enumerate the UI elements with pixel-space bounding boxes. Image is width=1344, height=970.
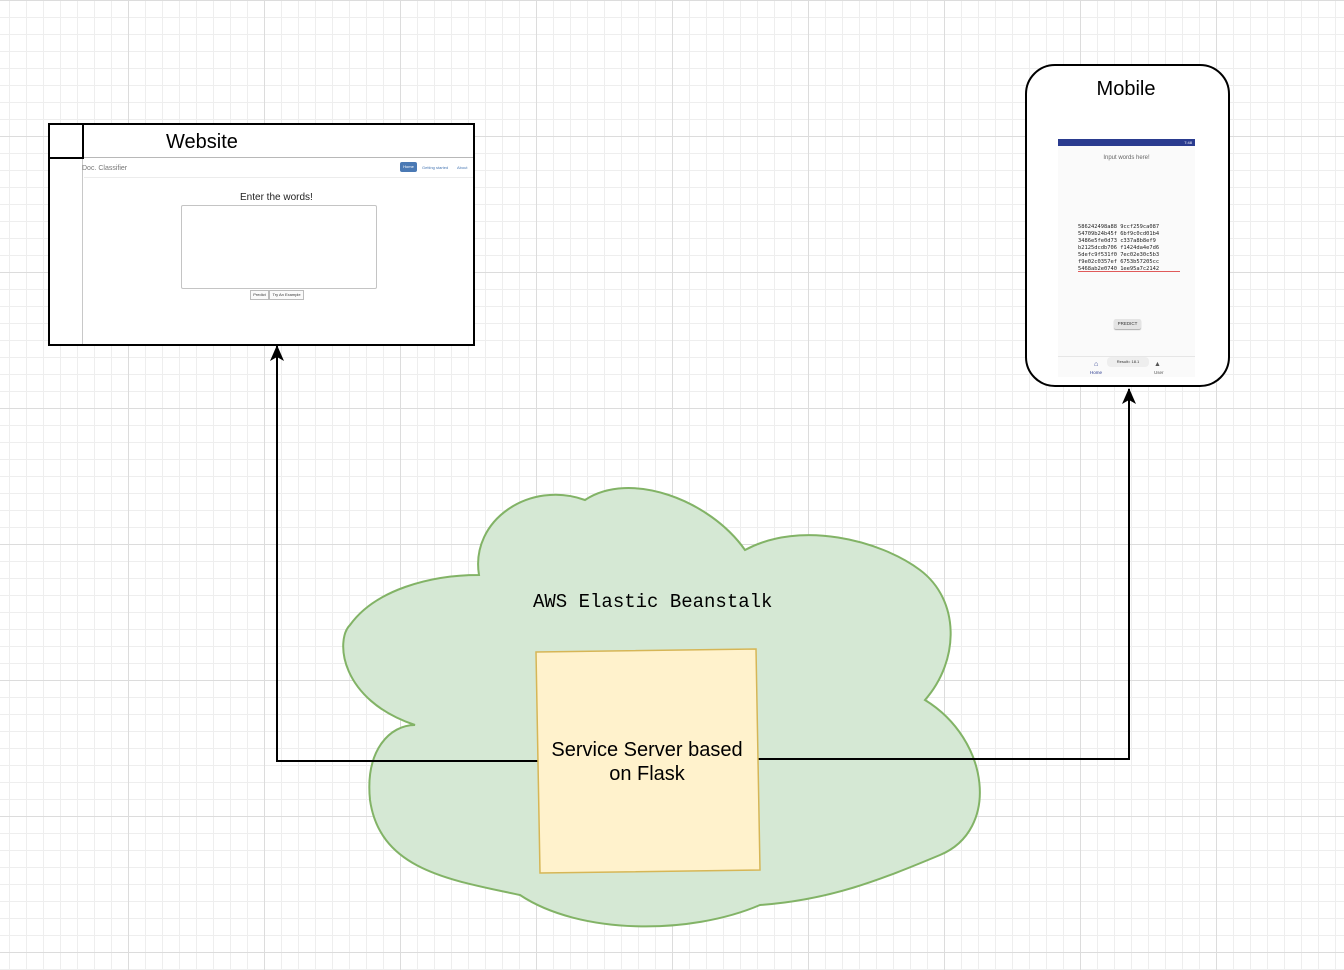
site-heading: Enter the words! <box>240 192 313 203</box>
bottom-nav-divider <box>1058 356 1195 357</box>
nav-getting-started-link[interactable]: Getting started <box>422 165 449 170</box>
connector-server-to-website[interactable] <box>276 346 538 762</box>
server-label: Service Server based on Flask <box>551 739 743 785</box>
site-predict-button[interactable]: Predict <box>250 290 269 300</box>
titlebar-divider <box>84 157 473 158</box>
mobile-screen[interactable]: 7:48 Input words here! 586242498a88 9ccf… <box>1058 139 1195 377</box>
bell-icon[interactable]: ▲ <box>1154 361 1161 368</box>
website-title: Website <box>166 131 238 153</box>
input-underline <box>1078 271 1180 272</box>
nav-user-label[interactable]: User <box>1154 370 1164 375</box>
mobile-status-bar: 7:48 <box>1058 139 1195 146</box>
site-example-button[interactable]: Try An Example <box>269 290 304 300</box>
status-time: 7:48 <box>1184 140 1192 145</box>
connector-server-to-mobile[interactable] <box>758 389 1130 760</box>
nav-about-link[interactable]: About <box>457 165 468 170</box>
website-window[interactable]: Website Doc. Classifier Home Getting sta… <box>48 123 475 346</box>
website-left-divider <box>82 159 83 344</box>
cloud-label: AWS Elastic Beanstalk <box>533 591 773 613</box>
server-box[interactable] <box>535 648 761 874</box>
mobile-input-hint: Input words here! <box>1103 155 1150 161</box>
home-icon[interactable]: ⌂ <box>1094 361 1099 368</box>
mobile-words-input[interactable]: 586242498a88 9ccf259ca087 54709b24b45f 6… <box>1078 224 1160 272</box>
words-textarea[interactable] <box>181 205 377 289</box>
arrowhead-website <box>270 345 284 361</box>
nav-home-button[interactable]: Home <box>400 162 417 172</box>
nav-divider <box>84 177 473 178</box>
window-corner-box <box>50 125 84 159</box>
result-toast: Result= 18.1 <box>1107 357 1149 367</box>
nav-home-label[interactable]: Home <box>1090 370 1103 375</box>
arrowhead-mobile <box>1122 388 1136 404</box>
mobile-title: Mobile <box>1096 78 1156 100</box>
mobile-predict-button[interactable]: PREDICT <box>1114 319 1141 329</box>
site-brand[interactable]: Doc. Classifier <box>82 165 128 172</box>
